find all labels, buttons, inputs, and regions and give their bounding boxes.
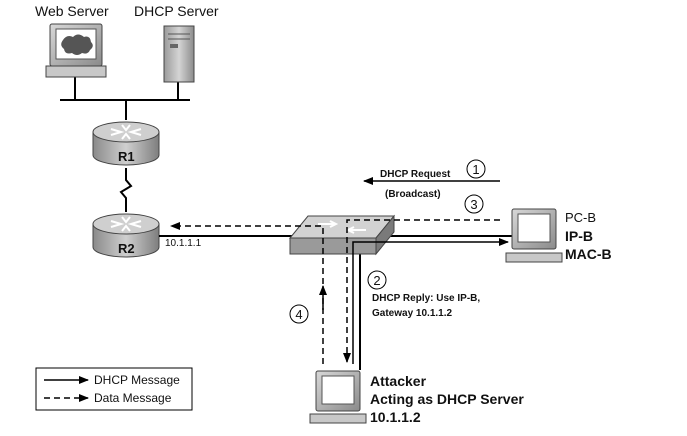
data-to-attacker-arrow	[343, 219, 500, 363]
legend-box	[35, 367, 193, 411]
pc-b-name: PC-B	[565, 210, 596, 225]
legend-data-message-label: Data Message	[94, 391, 172, 405]
legend: DHCP Message Data Message	[35, 367, 193, 411]
step-4-badge	[289, 304, 309, 324]
pc-b-ip: IP-B	[565, 228, 593, 244]
step-3-badge	[464, 194, 484, 214]
step-1-number: 1	[472, 162, 479, 177]
dhcp-reply-arrow	[352, 238, 509, 364]
step-2-number: 2	[373, 273, 380, 288]
data-forward-arrow	[170, 222, 324, 364]
step-4-number: 4	[295, 307, 302, 322]
pc-b-mac: MAC-B	[565, 246, 612, 262]
attacker-label-line1: Attacker	[370, 373, 427, 389]
dhcp-server-icon	[163, 25, 195, 83]
router-r2-label: R2	[118, 241, 135, 256]
legend-dhcp-message-label: DHCP Message	[94, 373, 180, 387]
router-r1-label: R1	[118, 149, 135, 164]
attacker-label-line2: Acting as DHCP Server	[370, 391, 524, 407]
switch-icon	[288, 214, 396, 256]
dhcp-reply-line2: Gateway 10.1.1.2	[372, 308, 452, 319]
router-r1-icon	[92, 121, 160, 166]
broadcast-label: (Broadcast)	[385, 189, 441, 200]
r2-interface-ip: 10.1.1.1	[165, 238, 202, 249]
web-server-label: Web Server	[35, 3, 109, 19]
web-server-icon	[45, 23, 107, 78]
pc-b-icon	[505, 208, 563, 263]
attacker-pc-icon	[309, 370, 367, 424]
step-3-number: 3	[470, 197, 477, 212]
attacker-ip: 10.1.1.2	[370, 409, 421, 425]
serial-link-r1-r2	[119, 168, 133, 212]
dhcp-reply-line1: DHCP Reply: Use IP-B,	[372, 293, 480, 304]
step-1-badge	[466, 159, 486, 179]
router-r2-icon	[92, 213, 160, 258]
step-2-badge	[367, 270, 387, 290]
dhcp-request-label: DHCP Request	[380, 169, 451, 180]
dhcp-server-label: DHCP Server	[134, 3, 219, 19]
